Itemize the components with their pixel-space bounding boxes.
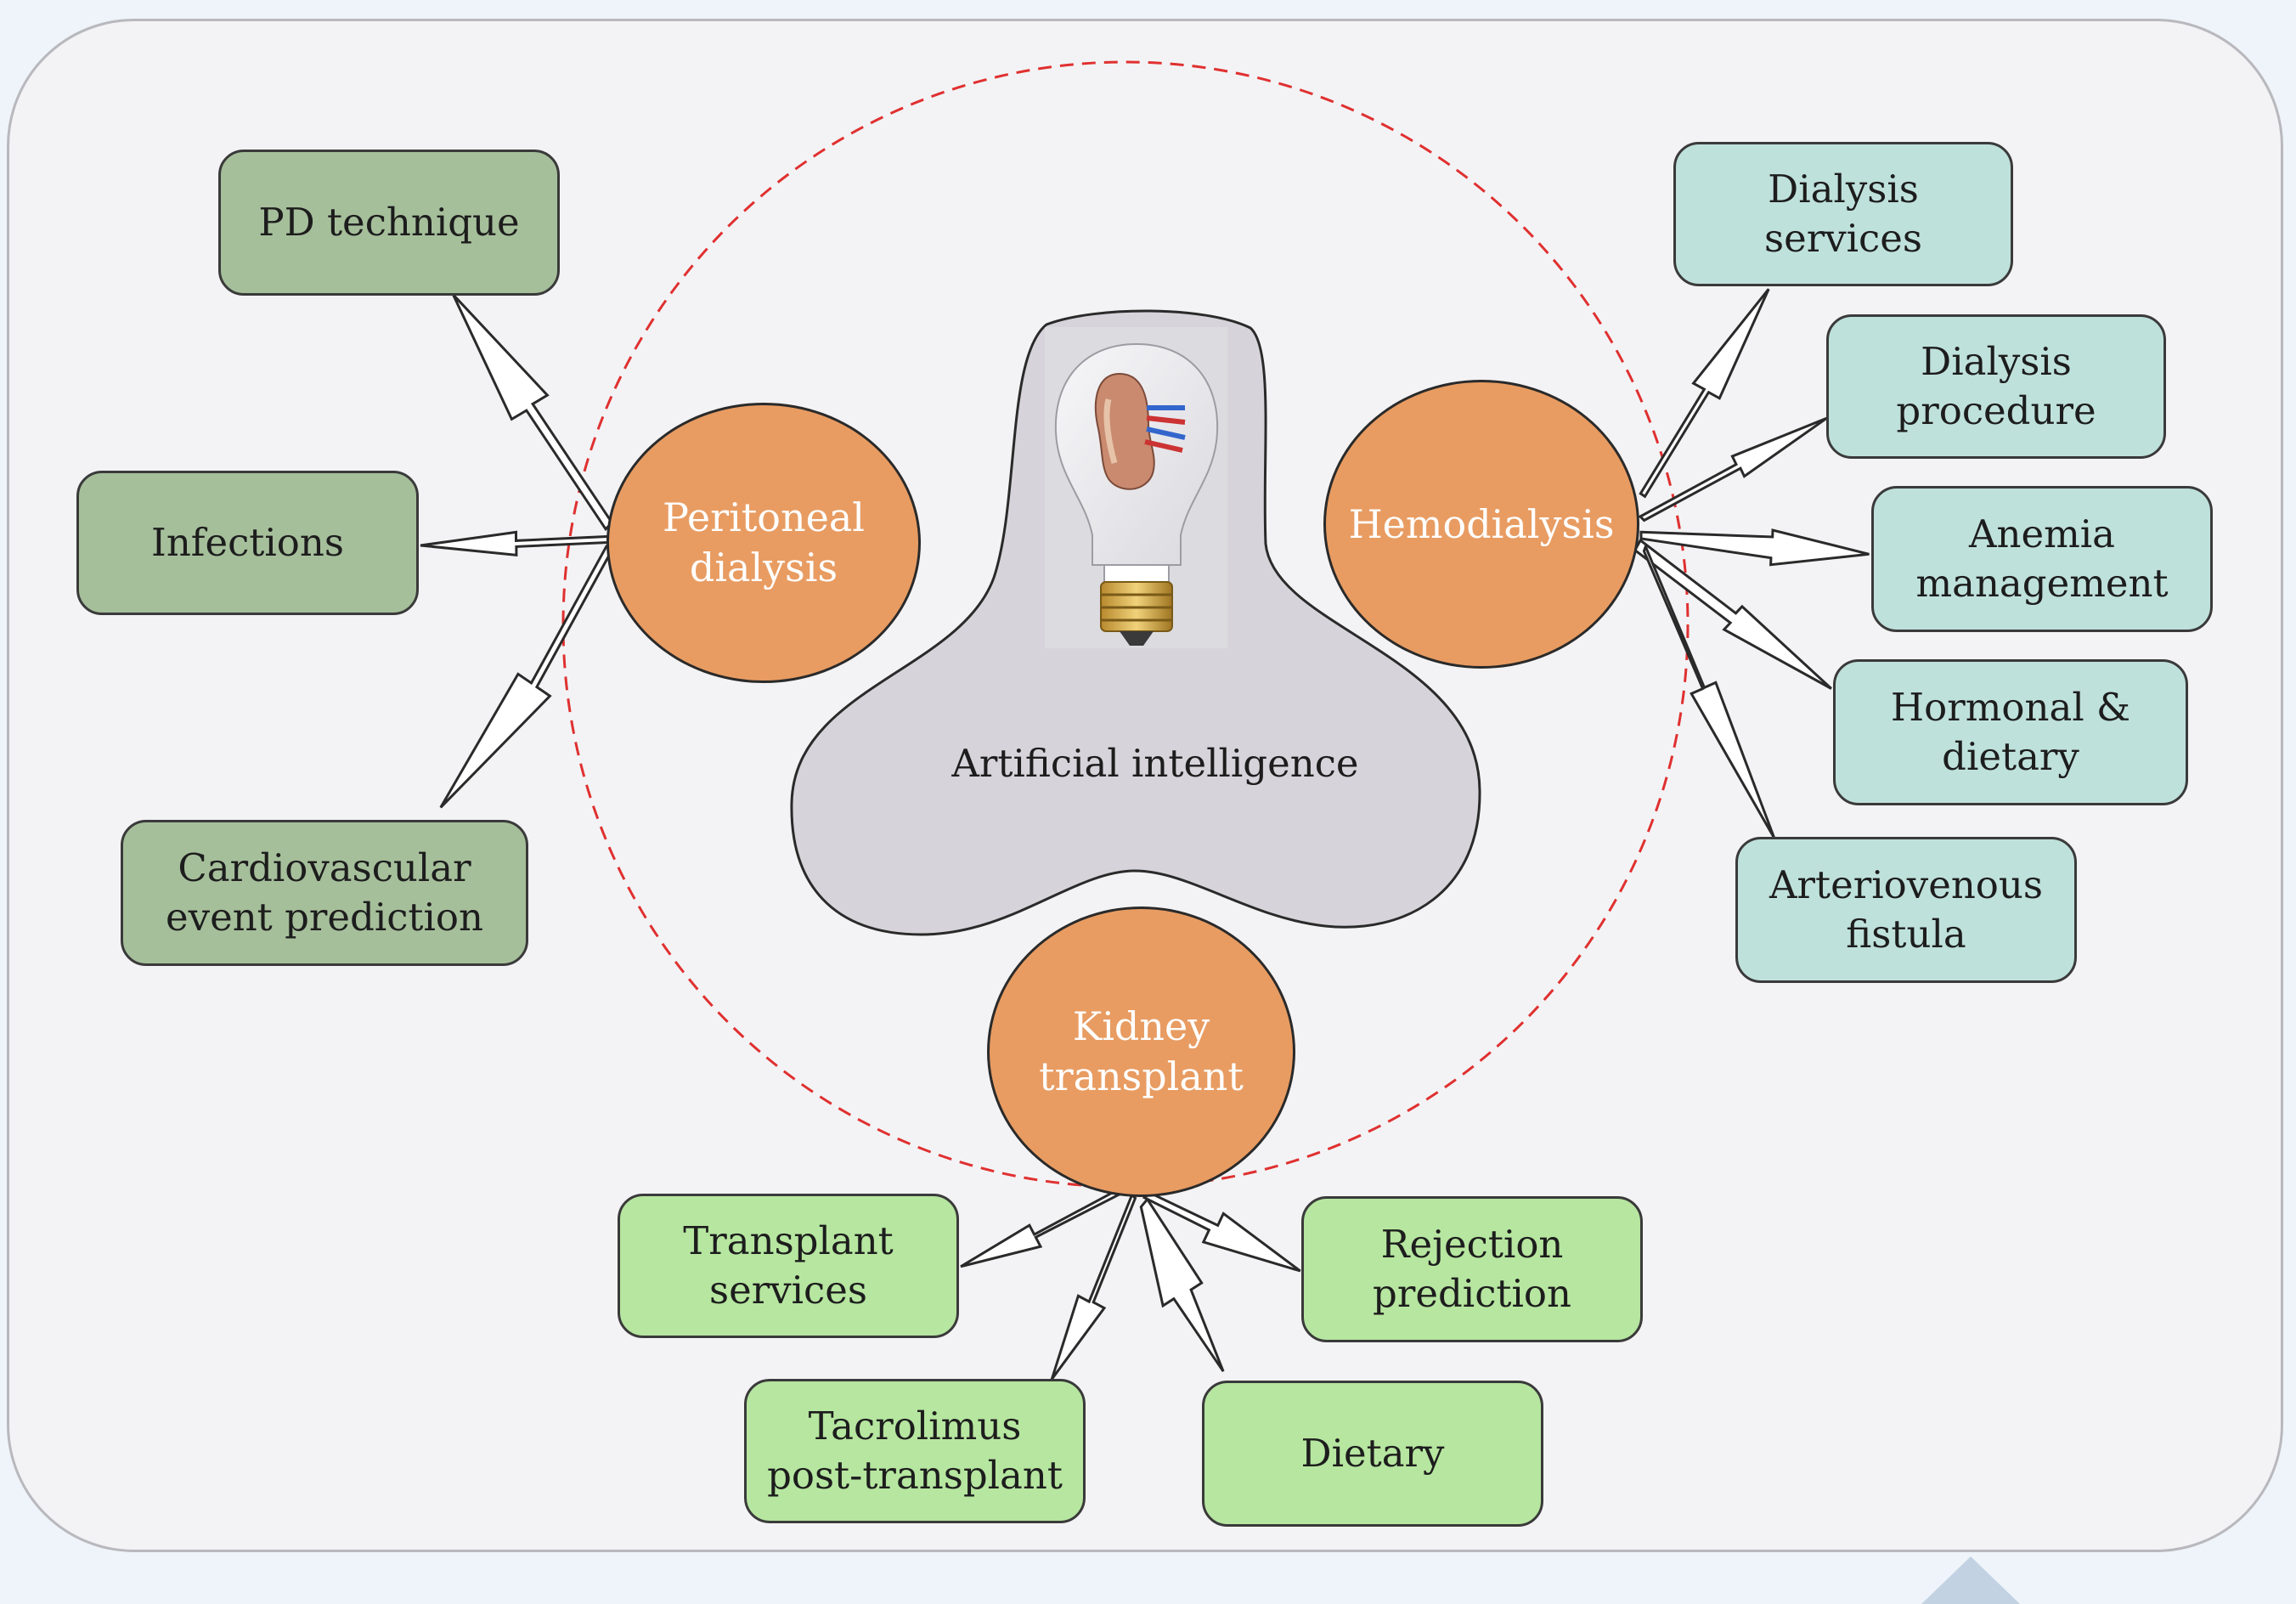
hub-peritoneal-dialysis: Peritoneal dialysis [606,403,921,683]
arrow-dialysis-procedure [1638,416,1828,522]
box-rejection-prediction: Rejection prediction [1301,1196,1643,1342]
hub-kidney-transplant: Kidney transplant [987,906,1295,1197]
hub-hemodialysis: Hemodialysis [1323,380,1639,669]
box-pd-technique: PD technique [218,150,560,296]
arrow-cardiovascular [439,545,614,809]
arrow-infections [420,530,609,557]
box-transplant-services: Transplant services [618,1194,959,1338]
box-tacrolimus-post-transplant: Tacrolimus post-transplant [744,1379,1086,1523]
box-anemia-management: Anemia management [1871,486,2213,632]
box-dialysis-procedure: Dialysis procedure [1826,314,2166,459]
box-infections: Infections [76,471,419,615]
arrow-rejection [1142,1190,1301,1273]
box-dietary: Dietary [1202,1381,1543,1527]
box-hormonal-dietary: Hormonal & dietary [1833,659,2188,805]
box-cardiovascular-event-prediction: Cardiovascular event prediction [121,820,528,966]
box-arteriovenous-fistula: Arteriovenous fistula [1735,837,2077,983]
arrow-pd-technique [452,293,614,532]
corner-triangle-tab [1921,1556,2020,1604]
dashed-boundary-circle [561,60,1690,1189]
arrow-tacrolimus [1050,1192,1137,1381]
kidney-lightbulb-illustration [1045,327,1227,648]
box-dialysis-services: Dialysis services [1673,142,2013,286]
arrow-dietary [1139,1197,1225,1373]
arrow-dialysis-services [1639,288,1770,499]
arrow-arteriovenous [1642,543,1776,839]
artificial-intelligence-label: Artificial intelligence [951,741,1359,786]
connector-arrows [420,288,1870,1381]
arrow-transplant-services [960,1189,1125,1268]
arrow-anemia [1639,528,1870,567]
